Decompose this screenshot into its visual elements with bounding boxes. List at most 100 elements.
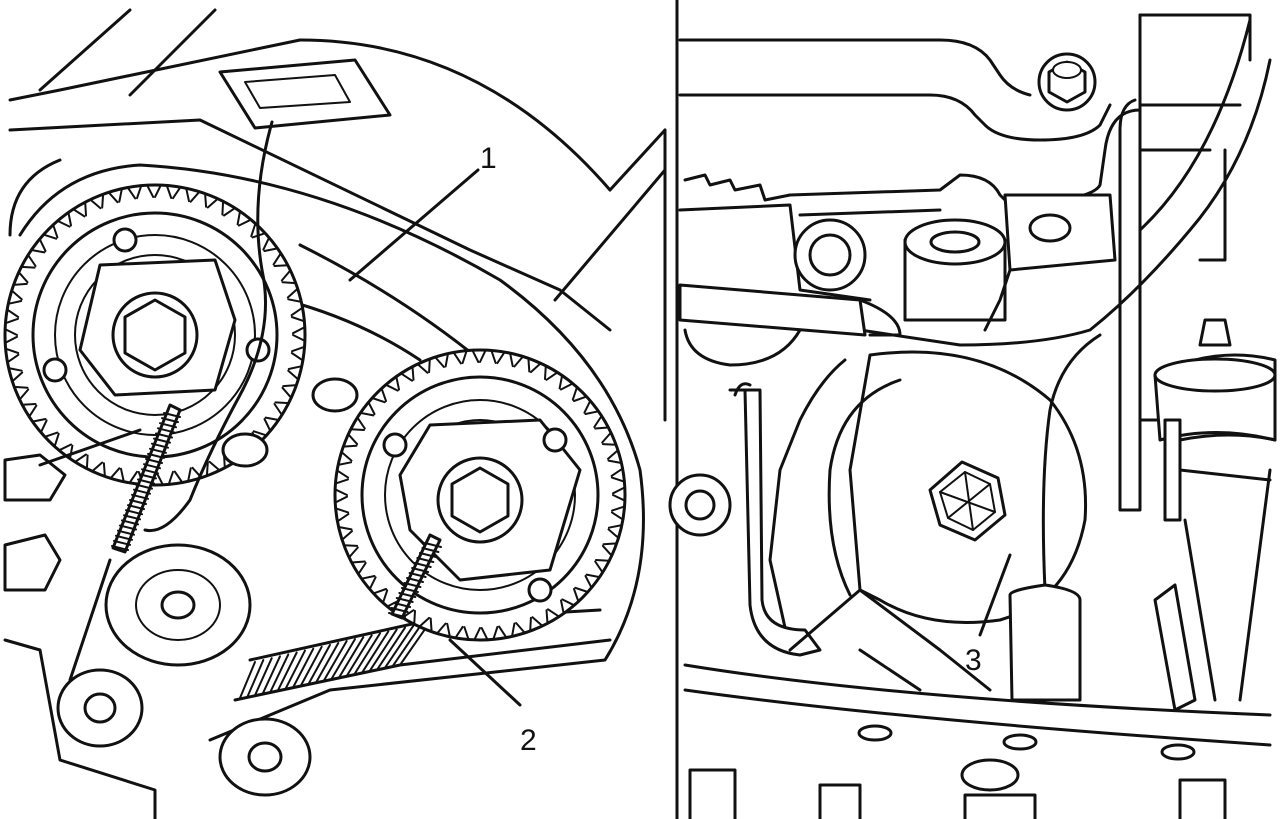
gear-tooth — [334, 495, 350, 514]
gear-tooth — [264, 403, 283, 421]
gear-tooth — [10, 282, 28, 301]
thread-line — [157, 427, 175, 434]
thread-line — [147, 452, 165, 459]
gear-tooth — [368, 576, 387, 595]
gear-tooth — [173, 467, 192, 484]
camshaft-hex-bolt — [928, 460, 1007, 542]
gear-tooth — [28, 404, 47, 423]
thread-line — [115, 534, 133, 541]
thread-line — [111, 545, 129, 551]
belt-tooth — [353, 632, 381, 676]
gear-tooth — [287, 352, 304, 370]
gear-tooth — [102, 462, 121, 480]
thread-line — [421, 547, 440, 553]
thread-line — [424, 542, 442, 548]
thread-line — [129, 499, 147, 505]
gear-tooth — [263, 247, 282, 266]
gear-tooth — [291, 334, 306, 353]
gear-tooth — [18, 388, 37, 406]
gear-tooth — [601, 443, 619, 460]
gear-tooth — [446, 622, 464, 639]
thread-line — [135, 483, 153, 490]
thread-line — [137, 478, 155, 485]
gear-tooth — [17, 265, 36, 284]
gear-tooth — [67, 208, 86, 227]
gear-tooth — [120, 467, 138, 484]
callout-label-3: 3 — [965, 644, 982, 677]
gear-tooth — [515, 616, 532, 634]
gear-tooth — [611, 494, 626, 512]
gear-tooth — [6, 353, 23, 372]
idler-pulley-left — [56, 668, 144, 748]
callout-label-1: 1 — [480, 142, 497, 175]
left-panel — [3, 8, 667, 819]
belt-teeth-lower — [239, 621, 431, 699]
gear-tooth — [274, 386, 293, 405]
sensor-assembly — [1153, 318, 1277, 712]
gear-tooth — [428, 356, 445, 374]
gear-tooth — [101, 191, 119, 209]
gear-tooth — [573, 395, 592, 414]
thread-line — [151, 442, 169, 449]
gear-tooth — [39, 419, 59, 438]
gear-tooth — [38, 233, 58, 252]
gear-tooth — [191, 461, 209, 479]
thread-line — [416, 557, 435, 563]
belt-tooth — [391, 622, 423, 668]
belt-tooth — [368, 628, 398, 673]
gear-tooth — [380, 383, 399, 402]
gear-tooth — [585, 560, 604, 579]
gear-tooth — [206, 197, 225, 216]
gear-tooth — [118, 186, 137, 203]
gear-tooth — [347, 428, 365, 446]
thread-line — [119, 524, 137, 531]
callout-3-leader — [978, 553, 1012, 637]
locking-pin-left — [111, 403, 182, 554]
thread-line — [155, 432, 173, 439]
belt-tooth — [269, 653, 290, 693]
gear-tooth — [154, 184, 173, 199]
gear-tooth — [223, 207, 241, 226]
gear-tooth — [172, 186, 190, 203]
gear-tooth — [513, 355, 531, 373]
gear-tooth — [496, 351, 514, 368]
thread-line — [139, 473, 157, 480]
gear-tooth — [584, 410, 603, 428]
gear-tooth — [545, 371, 564, 390]
gear-tooth — [607, 459, 624, 477]
belt-tooth — [300, 645, 323, 687]
gear-tooth — [395, 372, 413, 391]
gear-tooth — [136, 184, 155, 200]
gear-tooth — [69, 444, 87, 463]
thread-line — [408, 572, 427, 578]
thread-line — [413, 562, 432, 568]
gear-tooth — [281, 281, 299, 299]
thread-line — [149, 447, 167, 454]
thread-line — [153, 437, 171, 444]
gear-tooth — [189, 190, 208, 208]
thread-line — [390, 607, 409, 613]
thread-line — [143, 463, 161, 470]
gear-tooth — [4, 335, 20, 354]
thread-line — [163, 412, 181, 418]
gear-tooth — [341, 530, 359, 547]
belt-tooth — [307, 643, 331, 685]
gear-tooth — [561, 588, 580, 607]
belt-tooth — [345, 634, 373, 677]
belt-tooth — [277, 651, 298, 692]
belt-tooth — [254, 657, 273, 696]
belt-tooth — [261, 655, 281, 695]
thread-line — [133, 488, 151, 495]
callout-label-2: 2 — [520, 724, 537, 757]
gear-tooth — [594, 426, 612, 444]
thread-line — [398, 592, 417, 598]
gear-tooth — [357, 562, 376, 580]
gear-tooth — [287, 298, 304, 317]
thread-line — [127, 504, 145, 511]
callout-1-leader — [348, 168, 480, 282]
belt-tooth — [376, 626, 406, 671]
gear-tooth — [252, 418, 272, 437]
gear-tooth — [560, 382, 578, 401]
gear-tooth — [429, 617, 447, 635]
